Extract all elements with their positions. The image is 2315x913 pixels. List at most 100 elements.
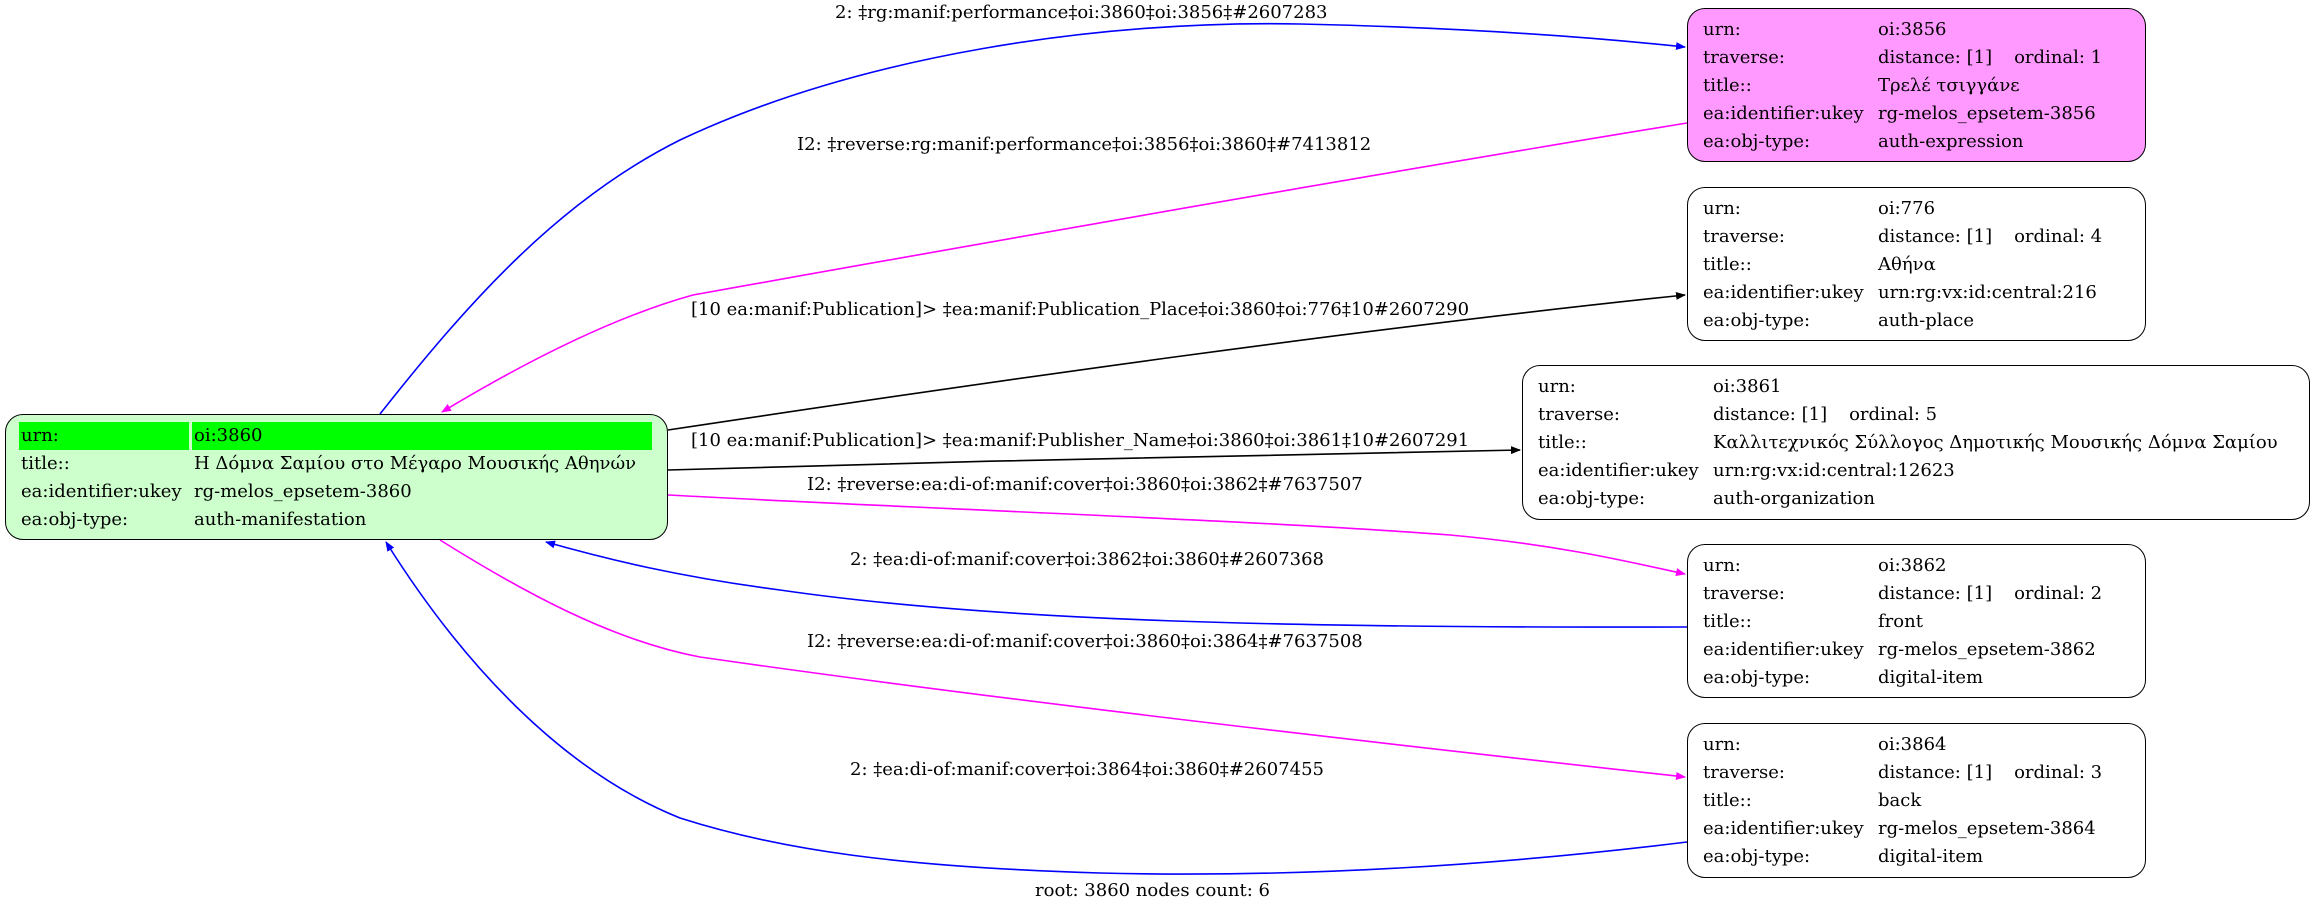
row-key: urn: [19, 422, 189, 450]
ordinal-value: ordinal: 4 [2014, 226, 2103, 247]
row-value: distance: [1] ordinal: 4 [1876, 223, 2104, 251]
distance-value: distance: [1] [1713, 404, 1828, 425]
row-key: ea:identifier:ukey [1538, 460, 1699, 481]
row-value: Αθήνα [1878, 254, 1936, 275]
node-3860-table: urn:oi:3860 title::Η Δόμνα Σαμίου στο Μέ… [16, 422, 655, 534]
row-value: rg-melos_epsetem-3862 [1878, 639, 2096, 660]
edge-label-3860-to-3864: I2: ‡reverse:ea:di-of:manif:cover‡oi:386… [807, 631, 1363, 652]
node-row-ukey: ea:identifier:ukey rg-melos_epsetem-3860 [19, 478, 652, 506]
row-value: digital-item [1878, 846, 1984, 867]
row-key: title:: [1703, 75, 1752, 96]
edge-3860-to-3864[interactable] [439, 539, 1686, 780]
edge-label-3864-to-3860: 2: ‡ea:di-of:manif:cover‡oi:3864‡oi:3860… [850, 759, 1325, 780]
row-key: title:: [1538, 432, 1587, 453]
node-3862-table: urn: oi:3862 traverse: distance: [1] ordina… [1698, 552, 2107, 692]
row-value: front [1878, 611, 1923, 632]
distance-value: distance: [1] [1878, 226, 1993, 247]
row-key: traverse: [1703, 226, 1785, 247]
row-value: distance: [1] ordinal: 5 [1711, 401, 2280, 429]
edge-label-3862-to-3860: 2: ‡ea:di-of:manif:cover‡oi:3862‡oi:3860… [850, 549, 1325, 570]
distance-value: distance: [1] [1878, 762, 1993, 783]
row-key: urn: [1703, 198, 1741, 219]
row-value: urn:rg:vx:id:central:12623 [1713, 460, 1955, 481]
node-3862[interactable]: urn: oi:3862 traverse: distance: [1] ordina… [1687, 544, 2146, 698]
row-key: ea:obj-type: [1703, 310, 1811, 331]
row-key: ea:identifier:ukey [1703, 103, 1864, 124]
row-key: urn: [1703, 19, 1741, 40]
distance-value: distance: [1] [1878, 47, 1993, 68]
row-value: rg-melos_epsetem-3860 [194, 481, 412, 502]
row-value: oi:3860 [192, 422, 652, 450]
row-value: back [1878, 790, 1922, 811]
row-key: traverse: [1703, 583, 1785, 604]
edge-3864-to-3860[interactable] [385, 541, 1688, 875]
row-value: oi:3862 [1878, 555, 1947, 576]
row-key: urn: [1703, 555, 1741, 576]
row-key: ea:identifier:ukey [21, 481, 182, 502]
row-value: urn:rg:vx:id:central:216 [1878, 282, 2097, 303]
edge-3860-to-3861[interactable] [667, 446, 1521, 471]
row-value: distance: [1] ordinal: 2 [1876, 580, 2104, 608]
row-key: title:: [1703, 254, 1752, 275]
row-value: auth-organization [1713, 488, 1875, 509]
row-key: ea:obj-type: [1538, 488, 1646, 509]
node-3860-root[interactable]: urn:oi:3860 title::Η Δόμνα Σαμίου στο Μέ… [5, 414, 668, 540]
row-key: title:: [21, 453, 70, 474]
row-value: distance: [1] ordinal: 3 [1876, 759, 2104, 787]
row-value: distance: [1] ordinal: 1 [1876, 44, 2104, 72]
node-row-urn: urn:oi:3860 [19, 422, 652, 450]
edge-label-3860-to-776: [10 ea:manif:Publication]> ‡ea:manif:Pub… [691, 299, 1470, 320]
node-3861-table: urn: oi:3861 traverse: distance: [1] ordina… [1533, 373, 2283, 513]
row-key: ea:identifier:ukey [1703, 282, 1864, 303]
row-value: oi:3864 [1878, 734, 1947, 755]
node-3856-table: urn: oi:3856 traverse: distance: [1] ordina… [1698, 16, 2107, 156]
edge-label-3860-to-3861: [10 ea:manif:Publication]> ‡ea:manif:Pub… [691, 430, 1470, 451]
row-value: auth-place [1878, 310, 1974, 331]
row-key: traverse: [1703, 762, 1785, 783]
edge-3856-to-3860[interactable] [441, 122, 1688, 413]
edge-3860-to-3862[interactable] [667, 494, 1686, 576]
row-value: rg-melos_epsetem-3856 [1878, 103, 2096, 124]
edge-3862-to-3860[interactable] [545, 540, 1688, 628]
row-value: Τρελέ τσιγγάνε [1878, 75, 2020, 96]
node-3856[interactable]: urn: oi:3856 traverse: distance: [1] ordina… [1687, 8, 2146, 162]
row-key: traverse: [1703, 47, 1785, 68]
row-value: oi:3856 [1878, 19, 1947, 40]
row-value: oi:3861 [1713, 376, 1782, 397]
graph-footer-caption: root: 3860 nodes count: 6 [1035, 880, 1270, 901]
edge-3860-to-776[interactable] [667, 291, 1686, 431]
ordinal-value: ordinal: 2 [2014, 583, 2103, 604]
row-value: digital-item [1878, 667, 1984, 688]
row-value: auth-manifestation [194, 509, 367, 530]
row-value: auth-expression [1878, 131, 2024, 152]
row-key: ea:obj-type: [1703, 846, 1811, 867]
row-key: traverse: [1538, 404, 1620, 425]
row-value: rg-melos_epsetem-3864 [1878, 818, 2096, 839]
row-key: ea:identifier:ukey [1703, 639, 1864, 660]
row-key: ea:obj-type: [1703, 667, 1811, 688]
edge-3860-to-3856[interactable] [379, 22, 1686, 415]
ordinal-value: ordinal: 5 [1849, 404, 1938, 425]
distance-value: distance: [1] [1878, 583, 1993, 604]
row-key: urn: [1538, 376, 1576, 397]
node-3864-table: urn: oi:3864 traverse: distance: [1] ordina… [1698, 731, 2107, 871]
node-row-title: title::Η Δόμνα Σαμίου στο Μέγαρο Μουσική… [19, 450, 652, 478]
node-776[interactable]: urn:oi:776 traverse:distance: [1]ordinal… [1687, 187, 2146, 341]
row-value: Καλλιτεχνικός Σύλλογος Δημοτικής Μουσική… [1713, 432, 2278, 453]
node-3861[interactable]: urn: oi:3861 traverse: distance: [1] ordina… [1522, 365, 2310, 520]
node-3864[interactable]: urn: oi:3864 traverse: distance: [1] ordina… [1687, 723, 2146, 878]
edge-label-3856-to-3860: I2: ‡reverse:rg:manif:performance‡oi:385… [797, 134, 1372, 155]
row-key: ea:obj-type: [21, 509, 129, 530]
edge-label-3860-to-3862: I2: ‡reverse:ea:di-of:manif:cover‡oi:386… [807, 474, 1363, 495]
row-key: title:: [1703, 611, 1752, 632]
row-key: title:: [1703, 790, 1752, 811]
row-value: Η Δόμνα Σαμίου στο Μέγαρο Μουσικής Αθηνώ… [194, 453, 637, 474]
row-key: urn: [1703, 734, 1741, 755]
ordinal-value: ordinal: 3 [2014, 762, 2103, 783]
node-row-obj-type: ea:obj-type: auth-manifestation [19, 506, 652, 534]
node-776-table: urn:oi:776 traverse:distance: [1]ordinal… [1698, 195, 2107, 335]
edge-label-3860-to-3856: 2: ‡rg:manif:performance‡oi:3860‡oi:3856… [835, 2, 1328, 23]
row-key: ea:identifier:ukey [1703, 818, 1864, 839]
ordinal-value: ordinal: 1 [2014, 47, 2103, 68]
